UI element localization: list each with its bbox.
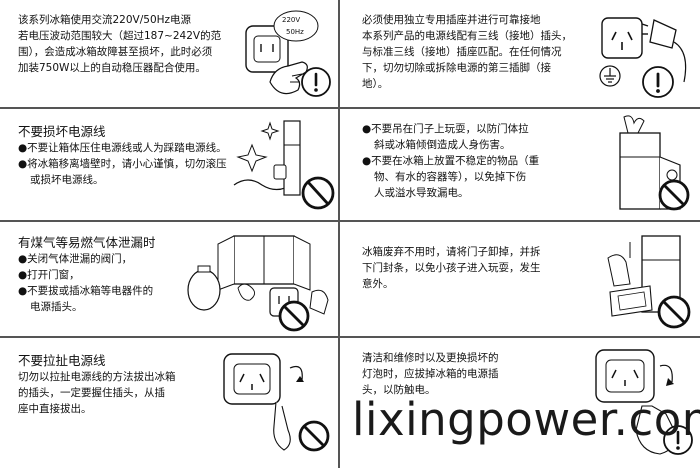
panel-door-hanging: ●不要吊在门子上玩耍，以防门体拉 斜或冰箱倾倒造成人身伤害。 ●不要在冰箱上放置… [340,109,700,220]
discarded-fridge-illustration [607,235,691,329]
bullet-line: 人或溢水导致漏电。 [374,187,469,199]
panel-voltage-text: 该系列冰箱使用交流220V/50Hz电源 若电压波动范围较大（超过187~242… [18,12,250,76]
bullet-line: 电源插头。 [30,301,83,313]
frequency-label: 50Hz [286,28,304,36]
text-line: 若电压波动范围较大（超过187~242V的范 [18,30,222,42]
gas-window-illustration [187,235,329,332]
bullet-line: ●关闭气体泄漏的阀门， [18,253,133,265]
text-line: 意外。 [362,278,394,290]
pull-plug-illustration [223,353,330,452]
row-divider-1 [0,107,700,109]
panel-unplug-cleaning-text: 清洁和维修时以及更换损坏的 灯泡时，应拔掉冰箱的电源插 头，以防触电。 [362,350,562,398]
text-line: 的插头，一定要握住插头，从插 [18,387,165,399]
bullet-line: ●不要在冰箱上放置不稳定的物品（重 [362,155,540,167]
socket-plug-ground-illustration [599,17,687,98]
bullet-line: ●不要让箱体压住电源线或人为踩踏电源线。 [18,142,227,154]
row-divider-2 [0,220,700,222]
text-line: 下门封条，以免小孩子进入玩耍，发生 [362,262,541,274]
text-line: 冰箱废弃不用时，请将门子卸掉，并拆 [362,246,541,258]
panel-title: 有煤气等易燃气体泄漏时 [18,235,156,250]
text-line: 切勿以拉扯电源线的方法拔出冰箱 [18,371,176,383]
voltage-label: 220V [282,16,300,24]
panel-unplug-cleaning: 清洁和维修时以及更换损坏的 灯泡时，应拔掉冰箱的电源插 头，以防触电。 [340,338,700,468]
panel-disposal-text: 冰箱废弃不用时，请将门子卸掉，并拆 下门封条，以免小孩子进入玩耍，发生 意外。 [362,244,578,292]
text-line: 与标准三线（接地）插座匹配。在任何情况 [362,46,562,58]
text-line: 该系列冰箱使用交流220V/50Hz电源 [18,14,192,26]
column-divider [338,0,340,468]
panel-grounding-text: 必须使用独立专用插座并进行可靠接地 本系列产品的电源线配有三线（接地）插头， 与… [362,12,602,92]
panel-title: 不要损坏电源线 [18,124,106,139]
panel-disposal: 冰箱废弃不用时，请将门子卸掉，并拆 下门封条，以免小孩子进入玩耍，发生 意外。 [340,222,700,336]
panel-gas-leak: 有煤气等易燃气体泄漏时 ●关闭气体泄漏的阀门， ●打开门窗， ●不要拔或插冰箱等… [0,222,338,336]
panel-cord-pulling-text: 不要拉扯电源线 切勿以拉扯电源线的方法拔出冰箱 的插头，一定要握住插头，从插 座… [18,352,218,417]
text-line: 围），会造成冰箱故障甚至损坏，此时必须 [18,46,213,58]
bullet-line: ●不要拔或插冰箱等电器件的 [18,285,154,297]
bullet-line: ●将冰箱移离墙壁时，请小心谨慎，切勿滚压 [18,158,227,170]
bullet-line: 物、有水的容器等），以免掉下伤 [374,171,527,183]
text-line: 地）。 [362,78,389,90]
bullet-line: ●打开门窗， [18,269,80,281]
text-line: 座中直接拔出。 [18,403,92,415]
panel-title: 不要拉扯电源线 [18,353,106,368]
panel-cord-damage: 不要损坏电源线 ●不要让箱体压住电源线或人为踩踏电源线。 ●将冰箱移离墙壁时，请… [0,109,338,220]
bullet-line: ●不要吊在门子上玩耍，以防门体拉 [362,123,529,135]
voltage-tag: 220V 50Hz [273,10,319,42]
fridge-hanging-illustration [619,115,690,211]
panel-cord-damage-text: 不要损坏电源线 ●不要让箱体压住电源线或人为踩踏电源线。 ●将冰箱移离墙壁时，请… [18,123,258,188]
crushed-cord-illustration [233,120,335,210]
text-line: 头，以防触电。 [362,384,436,396]
text-line: 下，切勿切除或拆除电源的第三插脚（接 [362,62,551,74]
text-line: 清洁和维修时以及更换损坏的 [362,352,499,364]
text-line: 本系列产品的电源线配有三线（接地）插头， [362,30,572,42]
unplug-socket-illustration [595,349,693,455]
socket-voltage-illustration [245,14,331,97]
panel-cord-pulling: 不要拉扯电源线 切勿以拉扯电源线的方法拔出冰箱 的插头，一定要握住插头，从插 座… [0,338,338,468]
bullet-line: 斜或冰箱倾倒造成人身伤害。 [374,139,511,151]
panel-gas-leak-text: 有煤气等易燃气体泄漏时 ●关闭气体泄漏的阀门， ●打开门窗， ●不要拔或插冰箱等… [18,234,198,315]
row-divider-3 [0,336,700,338]
panel-voltage: 该系列冰箱使用交流220V/50Hz电源 若电压波动范围较大（超过187~242… [0,0,338,107]
panel-grounding: 必须使用独立专用插座并进行可靠接地 本系列产品的电源线配有三线（接地）插头， 与… [340,0,700,107]
panel-door-hanging-text: ●不要吊在门子上玩耍，以防门体拉 斜或冰箱倾倒造成人身伤害。 ●不要在冰箱上放置… [362,121,582,201]
watermark: lixingpower.com [352,393,700,446]
text-line: 加装750W以上的自动稳压器配合使用。 [18,62,206,74]
text-line: 必须使用独立专用插座并进行可靠接地 [362,14,541,26]
bullet-line: 或损坏电源线。 [30,174,104,186]
text-line: 灯泡时，应拔掉冰箱的电源插 [362,368,499,380]
